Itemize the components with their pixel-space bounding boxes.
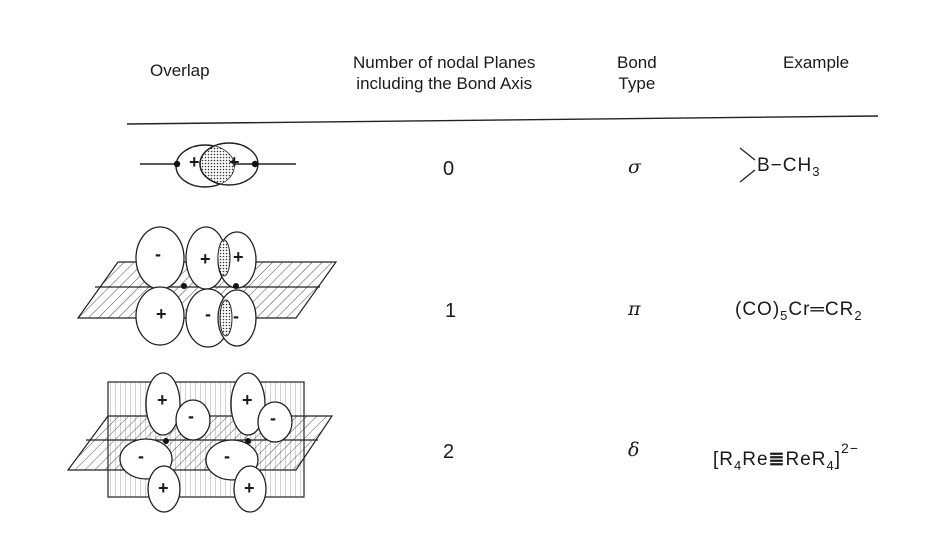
pi-sign-minus-1: - (155, 244, 161, 264)
row3-example-sub2: 4 (826, 458, 835, 473)
header-nodal-planes: Number of nodal Planes including the Bon… (353, 52, 535, 94)
header-bond-line1: Bond (617, 53, 657, 72)
pi-sign-minus-3: - (233, 306, 239, 326)
row3-bond-type: δ (628, 439, 640, 461)
row3-example-close: ] (834, 449, 841, 470)
row3-example-charge: 2− (840, 440, 859, 456)
row3-nodal-count: 2 (443, 441, 455, 463)
sigma-plus-right: + (229, 152, 240, 172)
header-bond-type: Bond Type (617, 52, 657, 94)
pi-sign-plus-1: + (200, 249, 211, 269)
delta-sign-plus-3: + (158, 478, 169, 498)
header-nodal-line2: including the Bond Axis (356, 74, 533, 93)
pi-sign-plus-3: + (156, 304, 167, 324)
row2-bond-type: π (628, 298, 641, 320)
row2-example-mid: Cr (788, 299, 811, 320)
header-overlap: Overlap (150, 61, 210, 80)
row1-nodal-count: 0 (443, 158, 455, 180)
header-bond-line2: Type (618, 74, 656, 93)
delta-sign-minus-3: - (138, 446, 144, 466)
delta-sign-plus-1: + (157, 390, 168, 410)
row3-example-mid: Re (742, 449, 769, 470)
row2-example-post: CR (824, 299, 855, 320)
delta-sign-minus-1: - (188, 406, 194, 426)
row2-example-sub1: 5 (780, 308, 789, 323)
header-example: Example (783, 53, 850, 72)
row3-example: [R4Re≣ReR4]2− (713, 440, 859, 473)
delta-sign-plus-4: + (244, 478, 255, 498)
row3-example-pre: [R (713, 449, 734, 470)
pi-sign-plus-2: + (233, 247, 244, 267)
row2-example-pre: (CO) (735, 299, 781, 320)
row1-example-main: B−CH (757, 155, 813, 176)
delta-sign-minus-4: - (224, 446, 230, 466)
row1-example-sub: 3 (812, 164, 821, 179)
delta-sign-plus-2: + (242, 390, 253, 410)
row3-example-mid2: ReR (785, 449, 827, 470)
row1-example: B−CH3 (757, 155, 820, 179)
row2-example-bond: ═ (810, 299, 825, 320)
row3-example-bond: ≣ (768, 449, 786, 470)
sigma-plus-left: + (189, 152, 200, 172)
header-nodal-line1: Number of nodal Planes (353, 53, 536, 72)
row3-example-sub1: 4 (734, 458, 743, 473)
row2-example-sub2: 2 (854, 308, 863, 323)
delta-sign-minus-2: - (270, 408, 276, 428)
row1-bond-type: σ (628, 156, 641, 178)
pi-sign-minus-2: - (205, 304, 211, 324)
row2-nodal-count: 1 (445, 300, 457, 322)
row2-example: (CO)5Cr═CR2 (735, 299, 863, 323)
